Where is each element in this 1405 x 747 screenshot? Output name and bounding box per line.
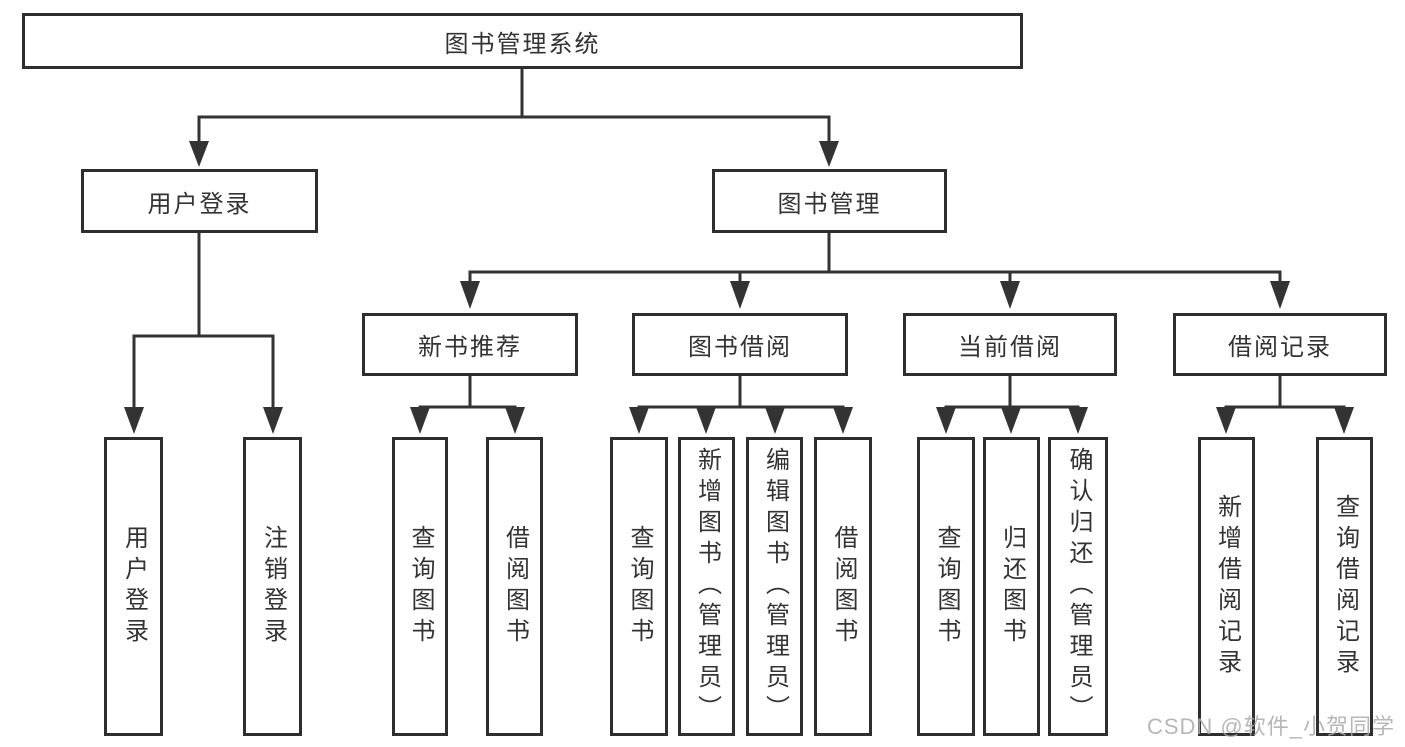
arrowhead bbox=[833, 407, 853, 434]
arrowhead bbox=[819, 141, 839, 167]
leaf-label: 借阅图书 bbox=[501, 524, 529, 649]
arrowhead bbox=[263, 407, 283, 434]
leaf-edit-books-admin: 编辑图书（管理员） bbox=[746, 437, 803, 736]
leaf-label: 查询图书 bbox=[407, 524, 434, 649]
arrowhead bbox=[1270, 281, 1290, 309]
arrowhead bbox=[1001, 407, 1021, 434]
leaf-user-login: 用户登录 bbox=[104, 437, 163, 736]
node-current-borrowing: 当前借阅 bbox=[903, 313, 1117, 376]
arrowhead bbox=[124, 407, 144, 434]
connector-userlogin-to-children bbox=[132, 233, 275, 407]
leaf-label: 编辑图书（管理员） bbox=[761, 447, 789, 726]
leaf-label: 新增图书（管理员） bbox=[693, 447, 721, 726]
node-book-borrowing: 图书借阅 bbox=[632, 313, 848, 376]
csdn-watermark: CSDN @软件_小贺同学 bbox=[1146, 714, 1395, 739]
node-user-login-branch: 用户登录 bbox=[81, 169, 318, 233]
arrowhead bbox=[936, 407, 956, 434]
connector-root-to-level2 bbox=[197, 69, 831, 142]
connector-current-to-children bbox=[944, 376, 1080, 409]
leaf-label: 归还图书 bbox=[998, 524, 1026, 649]
connector-records-to-children bbox=[1224, 376, 1346, 409]
arrowhead bbox=[765, 407, 785, 434]
leaf-query-books-2: 查询图书 bbox=[610, 437, 668, 736]
leaf-query-books-1: 查询图书 bbox=[392, 437, 448, 736]
connector-newrec-to-children bbox=[418, 376, 517, 409]
leaf-label: 借阅图书 bbox=[830, 524, 857, 649]
arrowhead bbox=[696, 407, 716, 434]
leaf-label: 确认归还（管理员） bbox=[1065, 447, 1092, 726]
node-borrowing-records: 借阅记录 bbox=[1173, 313, 1387, 376]
arrowhead bbox=[1000, 281, 1020, 309]
arrowhead bbox=[410, 407, 430, 434]
leaf-query-borrow-record: 查询借阅记录 bbox=[1316, 437, 1373, 736]
leaf-query-books-3: 查询图书 bbox=[917, 437, 975, 736]
node-book-management-branch: 图书管理 bbox=[712, 169, 947, 233]
leaf-return-books: 归还图书 bbox=[983, 437, 1040, 736]
leaf-label: 新增借阅记录 bbox=[1213, 493, 1241, 680]
arrowhead bbox=[730, 281, 750, 309]
leaf-label: 用户登录 bbox=[120, 524, 148, 649]
leaf-label: 查询图书 bbox=[626, 524, 653, 649]
leaf-add-borrow-record: 新增借阅记录 bbox=[1198, 437, 1255, 736]
arrowhead bbox=[1068, 407, 1088, 434]
connector-borrow-to-children bbox=[637, 376, 845, 409]
leaf-label: 注销登录 bbox=[259, 524, 287, 649]
leaf-borrow-books-1: 借阅图书 bbox=[486, 437, 543, 736]
leaf-logout: 注销登录 bbox=[243, 437, 302, 736]
arrowhead bbox=[1216, 407, 1236, 434]
leaf-add-books-admin: 新增图书（管理员） bbox=[678, 437, 735, 736]
arrowhead bbox=[629, 407, 649, 434]
arrowhead bbox=[189, 141, 209, 167]
node-new-book-recommend: 新书推荐 bbox=[362, 313, 578, 376]
leaf-label: 查询借阅记录 bbox=[1331, 493, 1359, 680]
arrowhead bbox=[460, 281, 480, 309]
leaf-label: 查询图书 bbox=[933, 524, 960, 649]
arrowhead bbox=[1334, 407, 1354, 434]
leaf-borrow-books-2: 借阅图书 bbox=[814, 437, 872, 736]
leaf-confirm-return-admin: 确认归还（管理员） bbox=[1048, 437, 1108, 736]
connector-bookmgmt-to-level3 bbox=[468, 233, 1282, 282]
arrowhead bbox=[505, 407, 525, 434]
node-library-management-system: 图书管理系统 bbox=[22, 13, 1023, 69]
arrowheads bbox=[124, 141, 1354, 434]
